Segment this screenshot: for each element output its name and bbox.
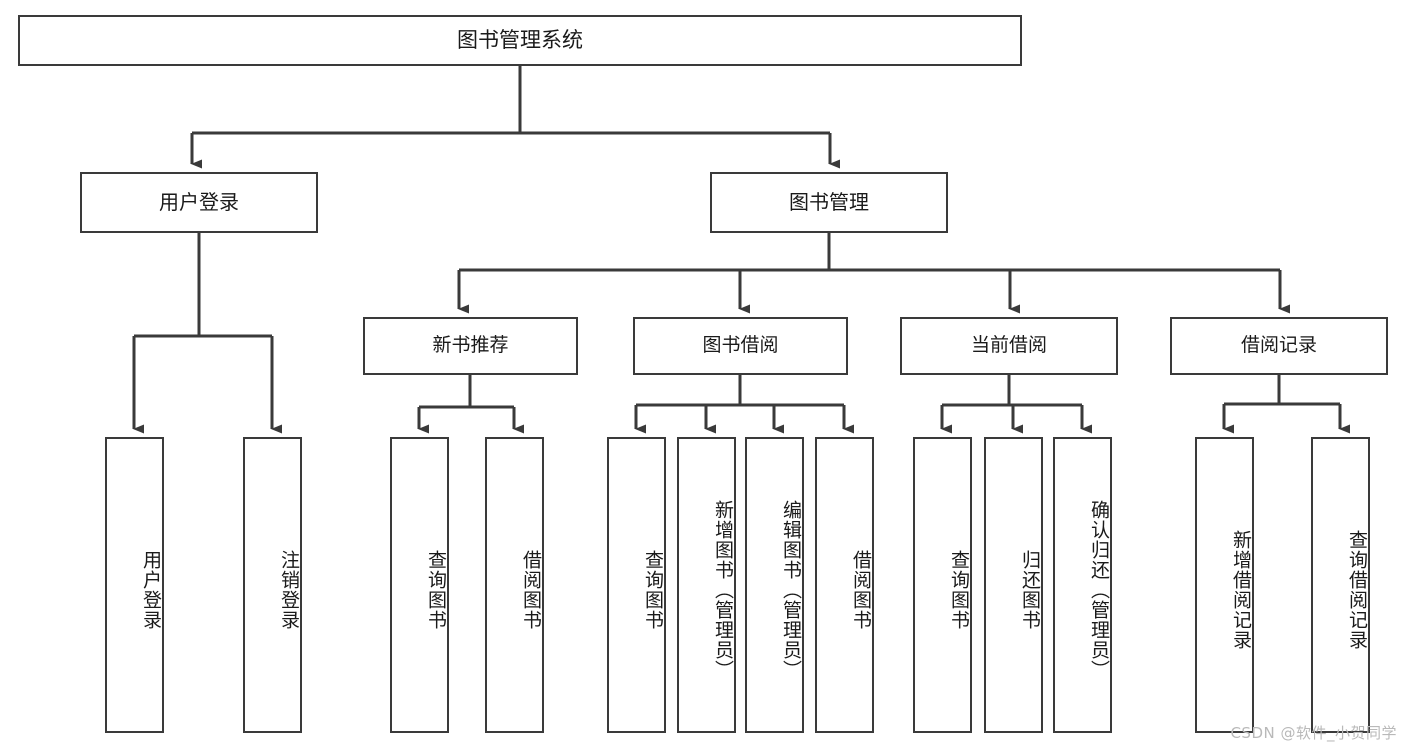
node-label: 图书管理	[789, 190, 869, 214]
node-new-book-recommend[interactable]: 新书推荐	[363, 317, 578, 375]
node-label: 查询借阅记录	[1346, 530, 1368, 650]
node-label: 新书推荐	[432, 334, 509, 357]
leaf-new-book-recommend-1[interactable]: 借阅图书	[485, 437, 544, 733]
node-label: 查询图书	[948, 550, 970, 630]
leaf-user-login-1[interactable]: 注销登录	[243, 437, 302, 733]
leaf-borrow-record-0[interactable]: 新增借阅记录	[1195, 437, 1254, 733]
node-label: 用户登录	[159, 190, 239, 214]
node-label: 当前借阅	[970, 334, 1047, 357]
node-label: 图书管理系统	[457, 28, 583, 53]
node-label: 新增图书（管理员）	[712, 500, 734, 680]
node-label: 注销登录	[278, 550, 300, 630]
node-current-borrow[interactable]: 当前借阅	[900, 317, 1118, 375]
leaf-book-borrow-2[interactable]: 编辑图书（管理员）	[745, 437, 804, 733]
node-label: 确认归还（管理员）	[1088, 500, 1110, 680]
leaf-borrow-record-1[interactable]: 查询借阅记录	[1311, 437, 1370, 733]
leaf-current-borrow-2[interactable]: 确认归还（管理员）	[1053, 437, 1112, 733]
node-label: 查询图书	[425, 550, 447, 630]
leaf-new-book-recommend-0[interactable]: 查询图书	[390, 437, 449, 733]
node-root-book-management-system[interactable]: 图书管理系统	[18, 15, 1022, 66]
node-book-borrow[interactable]: 图书借阅	[633, 317, 848, 375]
node-label: 编辑图书（管理员）	[780, 500, 802, 680]
node-label: 图书借阅	[702, 334, 779, 357]
node-borrow-record[interactable]: 借阅记录	[1170, 317, 1388, 375]
node-label: 归还图书	[1019, 550, 1041, 630]
leaf-user-login-0[interactable]: 用户登录	[105, 437, 164, 733]
watermark-text: CSDN @软件_小贺同学	[1230, 724, 1397, 742]
node-label: 借阅记录	[1240, 334, 1317, 357]
node-label: 查询图书	[642, 550, 664, 630]
node-label: 借阅图书	[850, 550, 872, 630]
leaf-current-borrow-0[interactable]: 查询图书	[913, 437, 972, 733]
leaf-current-borrow-1[interactable]: 归还图书	[984, 437, 1043, 733]
node-user-login[interactable]: 用户登录	[80, 172, 318, 233]
node-book-management[interactable]: 图书管理	[710, 172, 948, 233]
leaf-book-borrow-0[interactable]: 查询图书	[607, 437, 666, 733]
node-label: 借阅图书	[520, 550, 542, 630]
leaf-book-borrow-1[interactable]: 新增图书（管理员）	[677, 437, 736, 733]
node-label: 新增借阅记录	[1230, 530, 1252, 650]
node-label: 用户登录	[140, 550, 162, 630]
leaf-book-borrow-3[interactable]: 借阅图书	[815, 437, 874, 733]
